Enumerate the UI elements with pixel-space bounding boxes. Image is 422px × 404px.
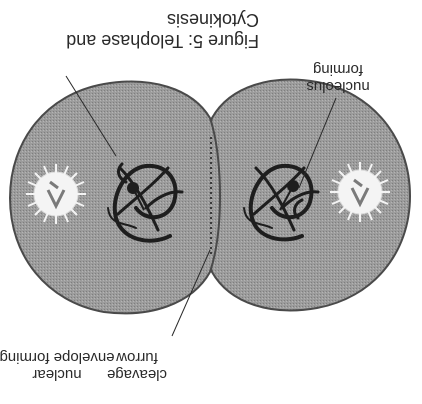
figure-caption: Figure 5: Telophase and Cytokinesis [9,11,259,50]
label-nucleolus-forming-line1: nucleolus [298,79,378,94]
label-nucleolus-forming: nucleolus forming [298,62,378,94]
centrosome-left [330,162,390,222]
label-nuclear-envelope-line2: envelope forming [0,350,122,365]
figure-caption-line1: Figure 5: Telophase and [9,32,259,50]
label-nuclear-envelope: nuclear envelope forming [0,350,122,382]
figure-caption-line2: Cytokinesis [9,11,259,29]
label-nuclear-envelope-line1: nuclear [0,367,122,382]
label-nucleolus-forming-line2: forming [298,62,378,77]
centrosome-right [26,164,86,224]
